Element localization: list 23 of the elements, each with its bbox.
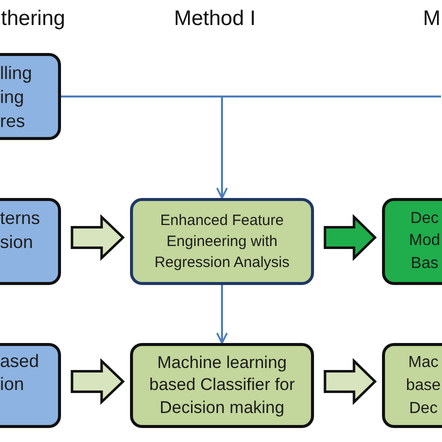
block-arrow [324,214,377,261]
column-heading: Method I [174,6,256,32]
block-arrow [70,214,125,261]
column-heading: thering [1,6,66,32]
process-box [0,198,61,285]
step-label: terns sion [0,207,40,254]
step-label: Mac base Dec [406,353,441,419]
block-arrow [70,358,125,405]
process-box [0,53,61,140]
step-label: ased ion [0,350,40,396]
step-label: Dec Mod Bas [409,208,440,274]
arrow [216,285,228,344]
process-box [382,198,442,285]
block-arrow [324,358,377,405]
process-box [130,198,314,285]
process-box [0,343,61,428]
step-label: lling ing res [0,62,32,133]
column-heading: M [423,6,440,32]
process-box [382,343,442,428]
step-label: Machine learning based Classifier for Decision making [148,352,296,419]
process-box [130,343,314,428]
connector-line [61,96,441,98]
step-label: Enhanced Feature Engineering with Regression Analysis [153,211,291,273]
